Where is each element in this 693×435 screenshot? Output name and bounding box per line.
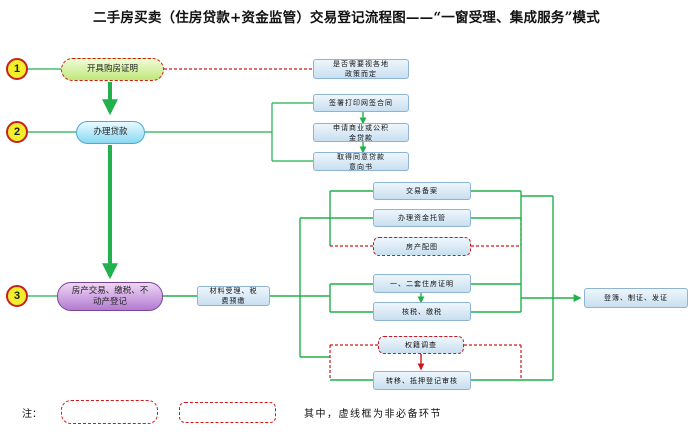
housing-certificate-box[interactable]: 一、二套住房证明 [373,274,471,293]
title-survey-box[interactable]: 权籍调查 [378,336,464,354]
step-3-transaction-registration[interactable]: 房产交易、缴税、不动产登记 [57,282,163,311]
sign-contract-box[interactable]: 签署打印网签合同 [313,94,409,112]
legend-prefix: 注： [22,409,42,420]
policy-note-box: 是否需要视各地政策而定 [313,59,409,79]
step-badge-2: 2 [6,121,28,143]
step-badge-1: 1 [6,58,28,80]
filing-box[interactable]: 交易备案 [373,182,471,200]
legend-dashed-oval-sample [61,400,158,424]
materials-box[interactable]: 材料受理、税费预缴 [197,286,270,306]
transfer-mortgage-box[interactable]: 转移、抵押登记审核 [373,371,471,390]
mapping-box[interactable]: 房产配图 [373,237,471,256]
step-2-loan[interactable]: 办理贷款 [76,121,145,144]
apply-loan-box[interactable]: 申请商业或公积金贷款 [313,123,409,142]
legend-dashed-rect-sample [179,402,276,423]
legend-note: 其中，虚线框为非必备环节 [304,409,442,420]
loan-letter-box[interactable]: 取得同意贷款意向书 [313,152,409,171]
step-badge-3: 3 [6,285,28,307]
step-1-purchase-certificate[interactable]: 开具购房证明 [61,58,164,81]
final-issue-box[interactable]: 登簿、制证、发证 [584,288,688,308]
verify-tax-box[interactable]: 核税、缴税 [373,302,471,321]
page-title: 二手房买卖（住房贷款+资金监管）交易登记流程图——“一窗受理、集成服务”模式 [93,10,600,26]
escrow-box[interactable]: 办理资金托管 [373,209,471,227]
